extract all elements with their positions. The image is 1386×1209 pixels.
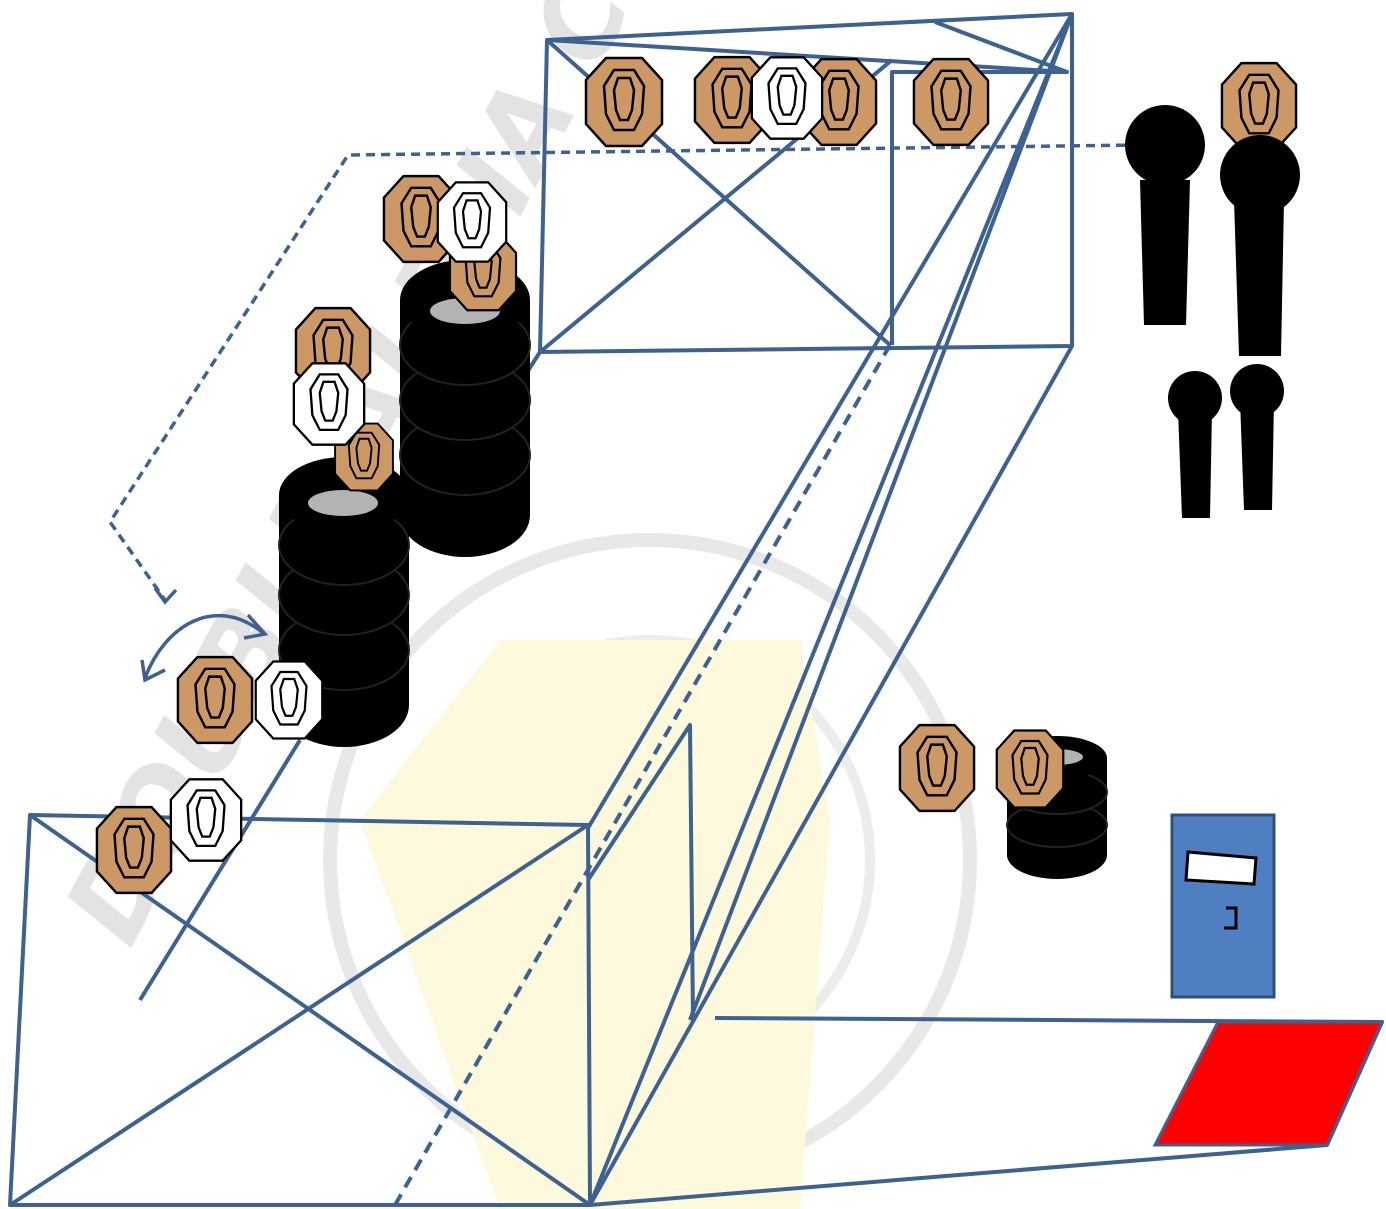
paper-target-icon (584, 56, 664, 148)
no-shoot-target-icon (292, 362, 366, 446)
paper-target-icon (995, 729, 1065, 809)
start-position-icon (1152, 1020, 1385, 1147)
paper-target-icon (898, 723, 976, 813)
steel-popper-icon (1125, 105, 1205, 325)
paper-targets-right (898, 723, 1065, 813)
no-shoot-target-icon (169, 778, 243, 862)
paper-target-icon (912, 57, 990, 147)
steel-popper-icon (1220, 135, 1300, 356)
movement-path (107, 143, 1141, 683)
door-icon (1170, 813, 1276, 999)
paper-target-icon (95, 805, 173, 895)
steel-popper-icon (1230, 364, 1284, 510)
paper-target-icon (176, 655, 254, 745)
steel-popper-icon (1168, 371, 1222, 518)
steel-poppers (1125, 105, 1300, 518)
no-shoot-target-icon (436, 181, 508, 263)
no-shoot-target-icon (750, 56, 824, 140)
no-shoot-target-icon (254, 660, 324, 740)
club-watermark: DOUBLE ALPHA CONTACT CLUB (40, 0, 1054, 1209)
